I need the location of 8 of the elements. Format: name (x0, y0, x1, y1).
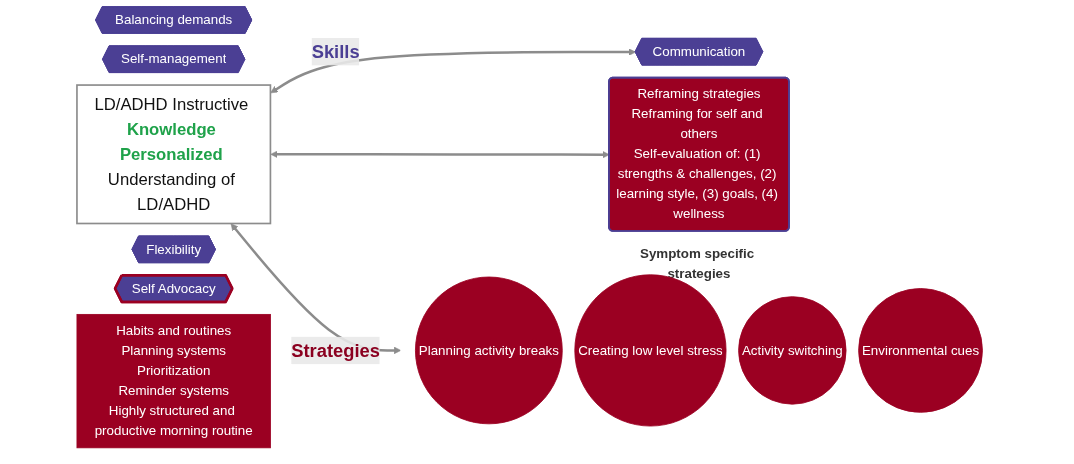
arrow (270, 48, 636, 94)
edge-label: Skills (311, 41, 360, 63)
node-circle: Activity switching (738, 296, 847, 405)
node-box: Habits and routines Planning systems Prioritization Reminder systems Highly structured and productive morning routine (76, 313, 271, 449)
node-circle: Environmental cues (858, 288, 983, 413)
node-circle: Planning activity breaks (415, 276, 563, 425)
node-box: LD/ADHD Instructive Knowledge Personalized Understanding of LD/ADHD (76, 84, 272, 225)
edge-label: Strategies (291, 339, 380, 361)
